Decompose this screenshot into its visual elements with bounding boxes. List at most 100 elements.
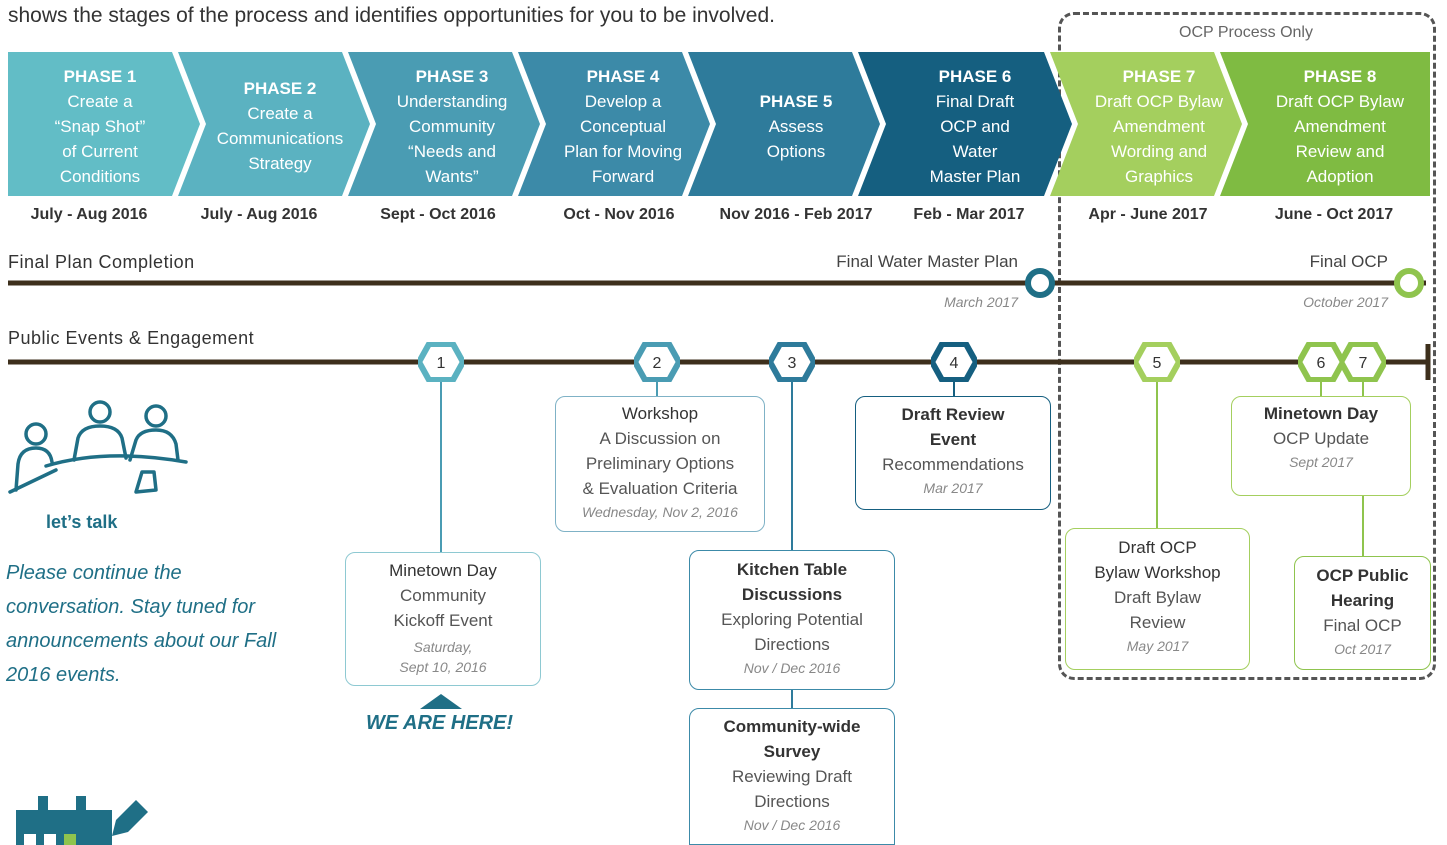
we-are-here-arrow bbox=[420, 694, 462, 709]
event-card-5: Draft OCP Bylaw Workshop Draft Bylaw Rev… bbox=[1065, 528, 1250, 670]
event-marker-5: 5 bbox=[1134, 342, 1180, 382]
event-card-5-date: May 2017 bbox=[1126, 638, 1189, 654]
event-card-3b-date: Nov / Dec 2016 bbox=[743, 817, 841, 833]
phase-5-chevron bbox=[688, 52, 880, 196]
event-card-1: Minetown Day Community Kickoff Event Sat… bbox=[345, 552, 541, 686]
final-water-plan-label: Final Water Master Plan bbox=[836, 252, 1018, 271]
event-card-3a-date: Nov / Dec 2016 bbox=[743, 660, 841, 676]
phase-2-line: Communications bbox=[216, 129, 344, 148]
event-marker-1-number: 1 bbox=[437, 355, 446, 372]
phase-6: PHASE 6 Final Draft OCP and Water Master… bbox=[890, 58, 1060, 194]
event-card-1-date: Sept 10, 2016 bbox=[399, 659, 487, 675]
event-card-4-date: Mar 2017 bbox=[923, 480, 983, 496]
phase-8-line: Adoption bbox=[1306, 166, 1374, 186]
phase-2-title: PHASE 2 bbox=[243, 79, 317, 98]
phase-4-line: Develop a bbox=[584, 91, 662, 111]
phase-3-line: “Needs and bbox=[408, 141, 496, 161]
event-marker-2: 2 bbox=[634, 342, 680, 382]
event-marker-6-number: 6 bbox=[1317, 355, 1326, 372]
event-card-2: Workshop A Discussion on Preliminary Opt… bbox=[555, 396, 765, 532]
event-marker-4-number: 4 bbox=[950, 355, 959, 372]
phase-3-line: Wants” bbox=[425, 166, 479, 186]
phase-5: PHASE 5 Assess Options bbox=[716, 58, 876, 194]
event-card-4-line: Recommendations bbox=[882, 455, 1024, 474]
event-card-7: OCP Public Hearing Final OCP Oct 2017 bbox=[1294, 556, 1431, 670]
event-card-1-line: Community bbox=[400, 586, 486, 605]
event-card-7-title: Hearing bbox=[1330, 591, 1395, 610]
ocp-process-region bbox=[1058, 12, 1436, 680]
phase-4-title: PHASE 4 bbox=[586, 66, 660, 86]
event-marker-7: 7 bbox=[1340, 342, 1386, 382]
event-card-7-line: Final OCP bbox=[1323, 616, 1402, 635]
phase-4-line: Conceptual bbox=[579, 116, 666, 136]
event-marker-3: 3 bbox=[769, 342, 815, 382]
event-marker-3-number: 3 bbox=[788, 355, 797, 372]
phase-3-date: Sept - Oct 2016 bbox=[380, 206, 496, 223]
phase-4-line: Forward bbox=[591, 166, 655, 186]
final-water-plan-ring bbox=[1025, 268, 1055, 298]
phase-7-line: Graphics bbox=[1124, 166, 1194, 186]
phase-7: PHASE 7 Draft OCP Bylaw Amendment Wordin… bbox=[1076, 58, 1242, 194]
phase-2-date: July - Aug 2016 bbox=[200, 206, 318, 223]
phase-7-chevron bbox=[1050, 52, 1242, 196]
phase-2: PHASE 2 Create a Communications Strategy bbox=[200, 58, 360, 194]
final-ocp-date: October 2017 bbox=[1303, 294, 1388, 310]
phase-5-title: PHASE 5 bbox=[759, 91, 833, 111]
phase-chevrons bbox=[8, 52, 1430, 196]
phase-1-title: PHASE 1 bbox=[63, 66, 137, 86]
phase-2-line: Strategy bbox=[248, 154, 312, 173]
phase-4-chevron bbox=[518, 52, 710, 196]
event-card-3b-line: Directions bbox=[754, 792, 830, 811]
phase-4-line: Plan for Moving bbox=[563, 141, 683, 161]
phase-1-line: Conditions bbox=[59, 166, 141, 186]
event-card-3b: Community-wide Survey Reviewing Draft Di… bbox=[689, 708, 895, 845]
event-card-6-line: OCP Update bbox=[1272, 429, 1370, 448]
phase-6-line: Final Draft bbox=[935, 91, 1015, 111]
final-ocp-label: Final OCP bbox=[1309, 252, 1388, 271]
phase-2-chevron bbox=[178, 52, 370, 196]
phase-8-chevron bbox=[1220, 52, 1430, 196]
phase-8-date: June - Oct 2017 bbox=[1274, 206, 1394, 223]
intro-text: shows the stages of the process and iden… bbox=[8, 4, 775, 27]
phase-3-line: Community bbox=[409, 116, 495, 136]
phase-7-date: Apr - June 2017 bbox=[1088, 206, 1208, 223]
phase-8: PHASE 8 Draft OCP Bylaw Amendment Review… bbox=[1250, 58, 1430, 194]
event-card-1-line: Kickoff Event bbox=[393, 611, 493, 630]
phase-4-date: Oct - Nov 2016 bbox=[563, 206, 675, 223]
lets-talk-text: Please continue the conversation. Stay t… bbox=[6, 562, 277, 686]
event-card-3a-line: Directions bbox=[754, 635, 830, 654]
we-are-here-label: WE ARE HERE! bbox=[366, 712, 514, 734]
event-card-2-title: Workshop bbox=[621, 404, 699, 423]
phase-7-line: Amendment bbox=[1113, 116, 1205, 136]
event-card-3b-title: Survey bbox=[763, 742, 821, 761]
people-talking-icon bbox=[8, 400, 188, 494]
phase-6-date: Feb - Mar 2017 bbox=[913, 206, 1025, 223]
phase-3-line: Understanding bbox=[396, 91, 508, 111]
event-marker-4: 4 bbox=[931, 342, 977, 382]
phase-2-line: Create a bbox=[247, 104, 313, 123]
phase-8-line: Draft OCP Bylaw bbox=[1275, 91, 1405, 111]
phase-1-line: Create a bbox=[67, 91, 133, 111]
event-card-3a-title: Kitchen Table bbox=[736, 560, 848, 579]
event-marker-1: 1 bbox=[418, 342, 464, 382]
event-card-5-title: Bylaw Workshop bbox=[1094, 563, 1221, 582]
phase-5-date: Nov 2016 - Feb 2017 bbox=[719, 206, 873, 223]
phase-8-line: Amendment bbox=[1294, 116, 1386, 136]
phase-5-line: Assess bbox=[768, 116, 824, 136]
event-card-6-title: Minetown Day bbox=[1263, 404, 1379, 423]
event-card-3a: Kitchen Table Discussions Exploring Pote… bbox=[689, 550, 895, 690]
event-card-2-line: A Discussion on bbox=[599, 429, 721, 448]
event-card-5-line: Review bbox=[1129, 613, 1186, 632]
phase-1-line: “Snap Shot” bbox=[54, 116, 146, 136]
event-card-4-title: Draft Review bbox=[901, 405, 1005, 424]
phase-3: PHASE 3 Understanding Community “Needs a… bbox=[372, 58, 532, 194]
phase-3-title: PHASE 3 bbox=[415, 66, 489, 86]
phase-6-line: Water bbox=[952, 141, 998, 161]
event-card-5-title: Draft OCP bbox=[1118, 538, 1197, 557]
phase-6-line: OCP and bbox=[940, 116, 1010, 136]
event-marker-6: 6 bbox=[1298, 342, 1344, 382]
phase-1: PHASE 1 Create a “Snap Shot” of Current … bbox=[20, 58, 180, 194]
phase-6-chevron bbox=[858, 52, 1072, 196]
lets-talk-label: let’s talk bbox=[46, 512, 118, 532]
public-events-row-label: Public Events & Engagement bbox=[8, 328, 255, 348]
